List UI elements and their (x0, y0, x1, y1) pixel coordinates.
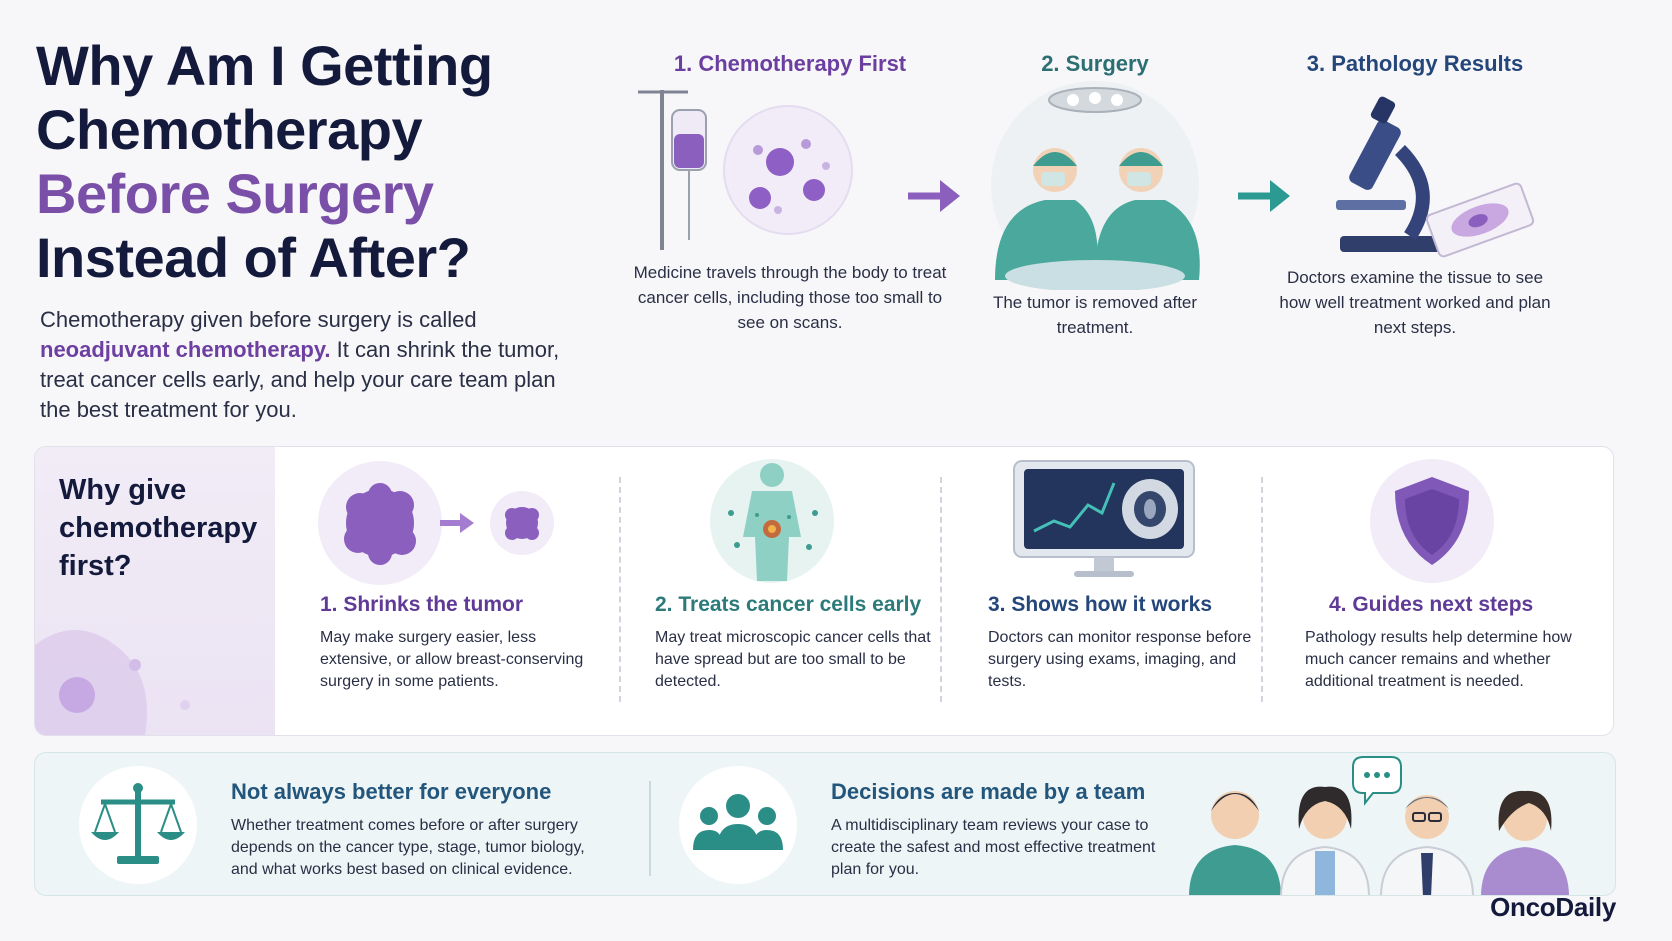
intro-text: Chemotherapy given before surgery is cal… (40, 305, 560, 425)
shield-icon (1370, 459, 1494, 583)
step-description: The tumor is removed after treatment. (992, 293, 1198, 337)
reason-description: May make surgery easier, less extensive,… (320, 629, 584, 690)
step-title: 1. Chemotherapy First (673, 51, 907, 76)
reason-description: Pathology results help determine how muc… (1305, 629, 1572, 690)
monitor-scan-icon (1013, 460, 1195, 577)
reason-title: 3. Shows how it works (988, 593, 1213, 616)
team-desc: A multidisciplinary team reviews your ca… (831, 817, 1156, 878)
reason-description: Doctors can monitor response before surg… (988, 629, 1252, 690)
reason-title: 1. Shrinks the tumor (320, 593, 524, 616)
brand-logo: OncoDaily (1490, 892, 1616, 922)
divider (1261, 477, 1263, 702)
surgeons-icon (991, 81, 1200, 290)
step-description: Medicine travels through the body to tre… (633, 263, 947, 332)
team-circle (679, 766, 797, 884)
step-surgery: 2. Surgery The tumor is removed after tr… (965, 48, 1225, 340)
divider (940, 477, 942, 702)
intro-part-1: Chemotherapy given before surgery is cal… (40, 307, 477, 332)
reason-title: 2. Treats cancer cells early (655, 593, 922, 616)
hero: Why Am I Getting Chemotherapy Before Sur… (36, 34, 596, 290)
arrow-right-icon (908, 180, 960, 212)
not-always-desc: Whether treatment comes before or after … (231, 817, 585, 878)
care-team-illustration (1189, 756, 1569, 895)
step-description: Doctors examine the tissue to see how we… (1279, 268, 1551, 337)
shrinking-tumor-icon (318, 461, 554, 585)
reason-guides-steps: 4. Guides next steps Pathology results h… (1305, 447, 1595, 735)
reason-description: May treat microscopic cancer cells that … (655, 629, 931, 690)
title-line-2: Chemotherapy (36, 98, 423, 161)
iv-drip-icon (638, 90, 853, 250)
balance-scale-icon (91, 783, 185, 864)
intro-term: neoadjuvant chemotherapy. (40, 337, 331, 362)
intro-part-2: It can shrink the tumor, treat cancer ce… (40, 337, 560, 422)
reason-shrinks-tumor: 1. Shrinks the tumor May make surgery ea… (318, 447, 610, 735)
divider (619, 477, 621, 702)
title-line-1: Why Am I Getting (36, 34, 493, 97)
arrow-right-icon (1238, 180, 1290, 212)
step-title: 3. Pathology Results (1306, 51, 1524, 76)
team-title: Decisions are made by a team (831, 779, 1146, 804)
page-title: Why Am I Getting Chemotherapy Before Sur… (36, 34, 596, 290)
not-always-title: Not always better for everyone (231, 779, 552, 804)
decorative-cells-icon (35, 630, 190, 735)
body-cells-icon (710, 459, 834, 583)
reason-title: 4. Guides next steps (1329, 593, 1534, 616)
microscope-icon (1336, 96, 1535, 258)
bottom-panel: Not always better for everyone Whether t… (34, 752, 1616, 896)
step-pathology: 3. Pathology Results Doctors examine the… (1270, 48, 1560, 340)
title-line-4: Instead of After? (36, 226, 471, 289)
step-title: 2. Surgery (1041, 51, 1149, 76)
reason-shows-works: 3. Shows how it works Doctors can monito… (988, 447, 1278, 735)
scale-circle (79, 766, 197, 884)
title-line-3: Before Surgery (36, 162, 434, 225)
divider (649, 781, 651, 876)
why-heading: Why give chemotherapy first? (59, 474, 258, 582)
step-chemotherapy: 1. Chemotherapy First Medicine travels t… (630, 48, 950, 335)
team-icon (693, 794, 783, 850)
why-panel: Why give chemotherapy first? 1. Shrinks … (34, 446, 1614, 736)
why-sidebar: Why give chemotherapy first? (35, 447, 275, 735)
reason-treats-early: 2. Treats cancer cells early May treat m… (655, 447, 945, 735)
